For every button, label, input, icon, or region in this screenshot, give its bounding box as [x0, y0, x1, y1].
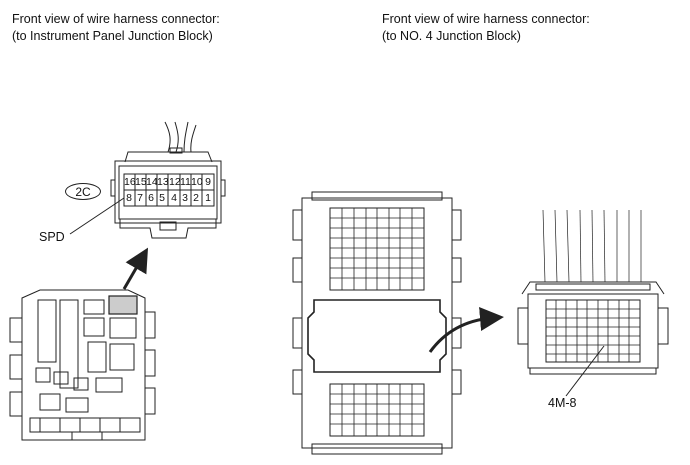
spd-label: SPD	[39, 230, 65, 244]
no4-junction-block	[292, 191, 462, 455]
pin-5: 5	[159, 192, 165, 204]
leader-spd	[69, 197, 125, 235]
pin-7: 7	[137, 192, 143, 204]
pin-4: 4	[171, 192, 177, 204]
pin-6: 6	[148, 192, 154, 204]
pin-9: 9	[205, 176, 211, 188]
pin-3: 3	[182, 192, 188, 204]
connector-4m8	[517, 209, 669, 397]
instrument-panel-junction-block	[9, 289, 156, 441]
leader-4m8	[565, 345, 605, 397]
right-caption-line1: Front view of wire harness connector:	[382, 12, 590, 26]
pin-2: 2	[193, 192, 199, 204]
pin-1: 1	[205, 192, 211, 204]
pin-13: 13	[157, 176, 169, 188]
pin-12: 12	[169, 176, 181, 188]
right-caption: Front view of wire harness connector: (t…	[382, 11, 590, 45]
right-caption-line2: (to NO. 4 Junction Block)	[382, 29, 521, 43]
highlighted-connector-position	[108, 295, 138, 315]
pin-11: 11	[180, 176, 191, 188]
pin-8: 8	[126, 192, 132, 204]
left-caption-line1: Front view of wire harness connector:	[12, 12, 220, 26]
pin-10: 10	[191, 176, 203, 188]
connector-4m8-label: 4M-8	[548, 396, 577, 410]
connector-2c-label: 2C	[65, 183, 101, 200]
left-caption: Front view of wire harness connector: (t…	[12, 11, 220, 45]
pin-14: 14	[146, 176, 158, 188]
arrow-right	[428, 307, 504, 353]
pin-15: 15	[135, 176, 147, 188]
arrow-left	[122, 247, 149, 290]
pin-16: 16	[124, 176, 136, 188]
connector-2c	[110, 121, 226, 239]
left-caption-line2: (to Instrument Panel Junction Block)	[12, 29, 213, 43]
